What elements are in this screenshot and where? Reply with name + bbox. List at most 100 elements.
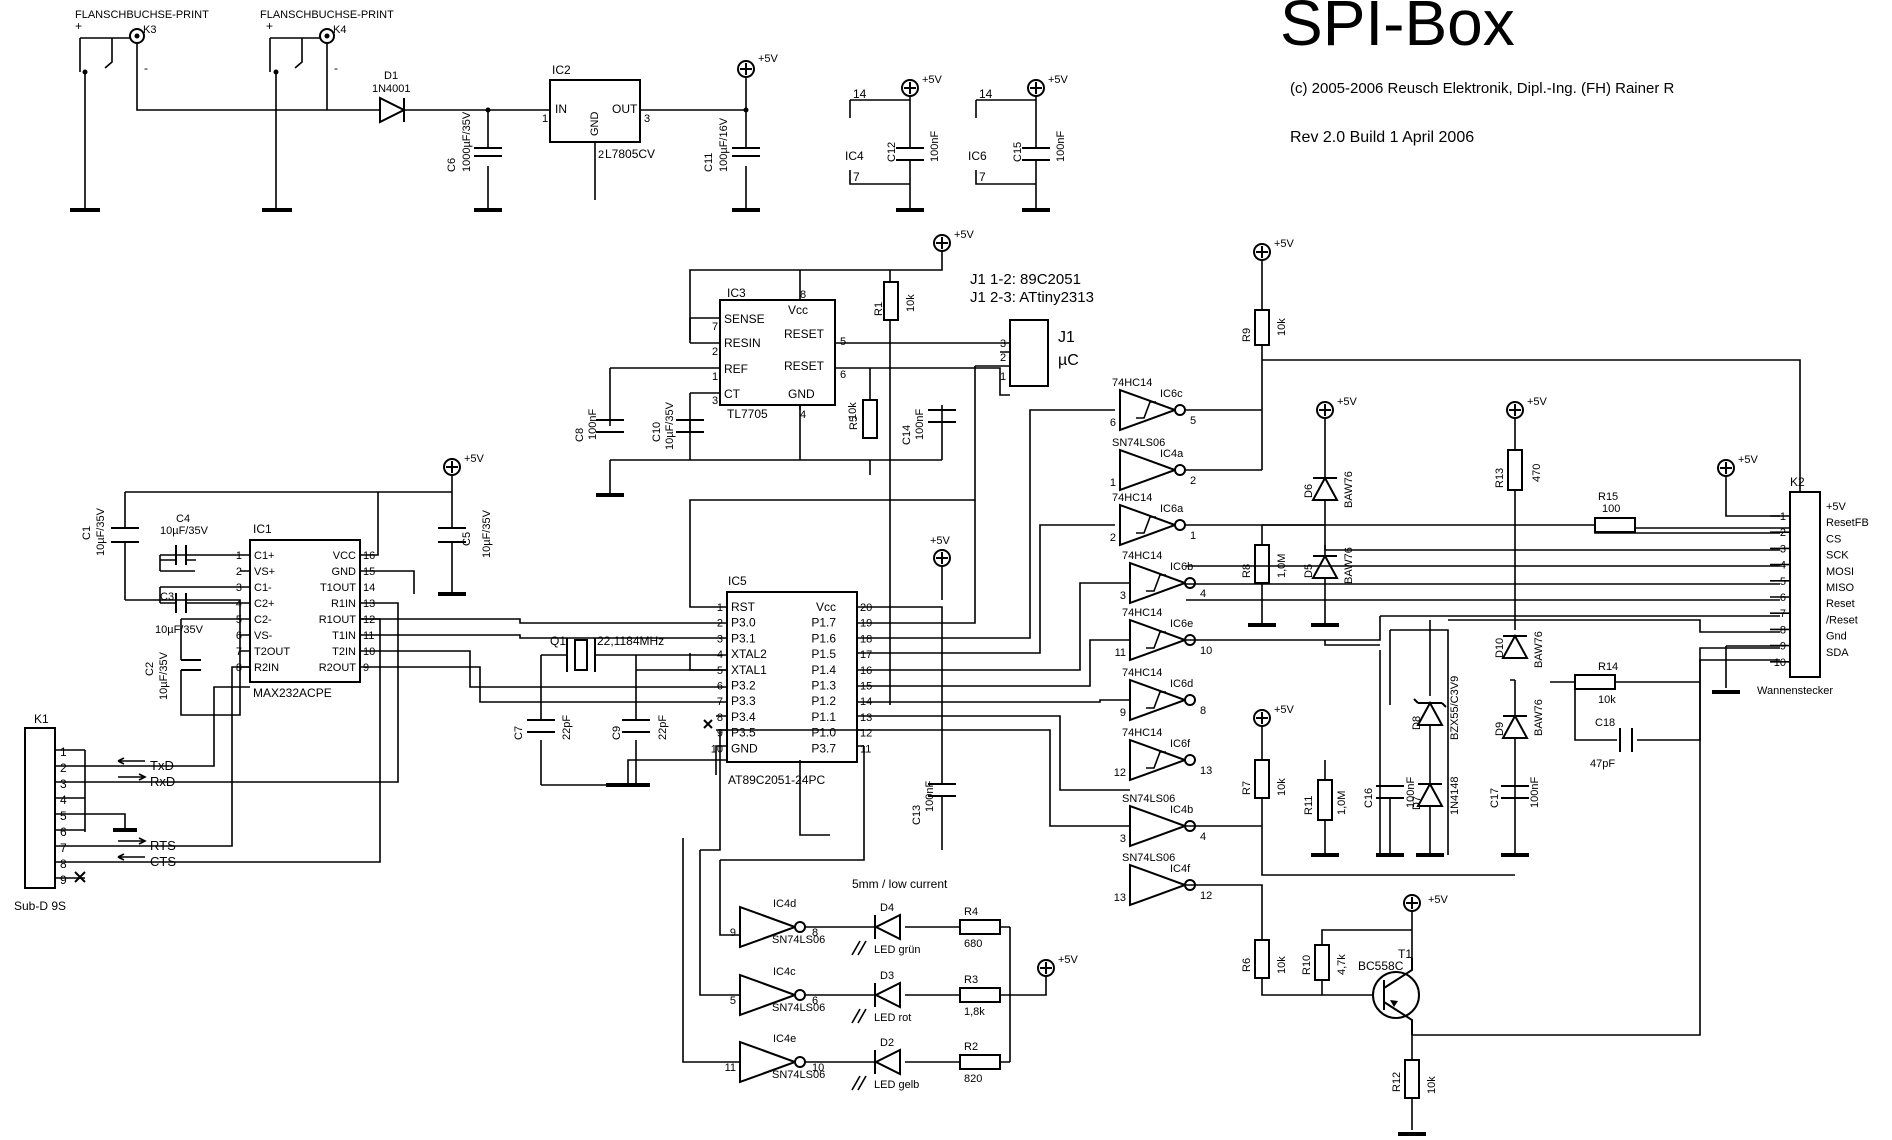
d6-ref: D6 <box>1303 484 1315 498</box>
j1-pin3: 3 <box>1000 338 1006 350</box>
ic5-right-pin-name: Vcc <box>816 600 836 614</box>
r8-ref: R8 <box>1241 564 1253 578</box>
d8-value: BZX55/C3V9 <box>1449 676 1461 740</box>
ic5-chip <box>726 591 858 763</box>
led-gate-family: SN74LS06 <box>772 1002 825 1014</box>
k1-pin-num: 2 <box>60 761 67 775</box>
ic5-left-pin-name: P3.3 <box>731 694 756 708</box>
k4-plus: + <box>266 19 273 33</box>
r9-ref: R9 <box>1241 328 1253 342</box>
c10-ref: C10 <box>651 422 663 442</box>
gate-family: 74HC14 <box>1122 667 1162 679</box>
k2-pin-signal: SCK <box>1826 550 1849 562</box>
led-res-value: 1,8k <box>964 1006 985 1018</box>
c8-ref: C8 <box>574 428 586 442</box>
ic1-ref: IC1 <box>253 522 272 536</box>
ic3-value: TL7705 <box>727 407 768 421</box>
ic1-value: MAX232ACPE <box>253 686 332 700</box>
c2-ref: C2 <box>144 662 156 676</box>
ic1-left-pin-name: R2IN <box>254 662 279 674</box>
gate-in-pin: 3 <box>1120 590 1126 602</box>
d9-ref: D9 <box>1494 722 1506 736</box>
r9-body <box>1254 309 1270 346</box>
r11-value: 1,0M <box>1336 791 1348 815</box>
k3-ref: K3 <box>143 24 156 36</box>
ic2-pin-in: IN <box>555 102 567 116</box>
r1-ref: R1 <box>873 302 885 316</box>
led-gate: IC4c <box>773 966 796 978</box>
k2-pin-num: 10 <box>1774 657 1786 669</box>
c13-value: 100nF <box>924 781 936 812</box>
k4-minus: - <box>334 61 338 75</box>
ic6-pin14: 14 <box>979 87 993 101</box>
led-resistor <box>959 919 1001 935</box>
gate-unit: IC6b <box>1170 561 1193 573</box>
gate-out-pin: 10 <box>1200 645 1212 657</box>
supply-label-9: +5V <box>1527 396 1548 408</box>
k1-sig-rts: RTS <box>150 838 176 853</box>
supply-label-7: +5V <box>1274 238 1295 250</box>
ic1-left-pin-num: 3 <box>236 582 242 594</box>
ic3-n4: 4 <box>800 409 806 421</box>
ic3-pin-reset-lo: RESET <box>784 359 825 373</box>
j1-value: µC <box>1058 352 1079 369</box>
transistor-stage: +5V R6 10k R10 4,7k T1 BC558C R12 10k <box>1186 647 1780 1136</box>
led-res-value: 680 <box>964 938 982 950</box>
r12-ref: R12 <box>1391 1072 1403 1092</box>
ic5-value: AT89C2051-24PC <box>728 773 826 787</box>
supply-label-4: +5V <box>954 229 975 241</box>
ic5-right-pin-num: 13 <box>860 712 872 724</box>
ic1-left-pin-name: C1- <box>254 582 272 594</box>
led-gate-out: 10 <box>812 1062 824 1074</box>
ic1-left-pin-num: 5 <box>236 614 242 626</box>
ic1-left-pin-num: 8 <box>236 662 242 674</box>
c11-value: 100µF/16V <box>718 117 730 172</box>
c7-value: 22pF <box>561 715 573 740</box>
c4-value: 10µF/35V <box>160 525 209 537</box>
d7-ref: D7 <box>1411 796 1423 810</box>
c6-ref: C6 <box>446 158 458 172</box>
k2-pin-num: 1 <box>1780 511 1786 523</box>
power-input: FLANSCHBUCHSE-PRINT FLANSCHBUCHSE-PRINT … <box>70 9 779 212</box>
c17-ref: C17 <box>1489 788 1501 808</box>
r8-body <box>1254 544 1270 584</box>
gate-in-pin: 13 <box>1114 892 1126 904</box>
led-diode-ref: D3 <box>880 970 894 982</box>
ic1-right-pin-name: VCC <box>333 550 356 562</box>
led-diode-ref: D2 <box>880 1037 894 1049</box>
ic5-left-pin-num: 3 <box>717 633 723 645</box>
k1-pin-num: 6 <box>60 825 67 839</box>
led-resistor <box>959 987 1001 1003</box>
gate-family: 74HC14 <box>1112 377 1152 389</box>
gate-family: 74HC14 <box>1122 550 1162 562</box>
r14-ref: R14 <box>1598 661 1618 673</box>
k2-pin-signal: +5V <box>1826 501 1847 513</box>
k2-body <box>1789 491 1821 678</box>
ic1-right-pin-num: 11 <box>363 630 374 642</box>
r10-value: 4,7k <box>1336 954 1348 975</box>
r15-body <box>1594 517 1636 533</box>
d7-value: 1N4148 <box>1449 776 1461 815</box>
r10-body <box>1314 944 1330 981</box>
k1-ref: K1 <box>34 712 49 726</box>
gate-in-pin: 2 <box>1110 532 1116 544</box>
ic3-pin-sense: SENSE <box>724 312 765 326</box>
ic6-ref: IC6 <box>968 149 987 163</box>
ic5-left-pin-num: 1 <box>717 602 723 614</box>
d5-ref: D5 <box>1303 564 1315 578</box>
gate-unit: IC6e <box>1170 618 1193 630</box>
k2-pin-num: 6 <box>1780 592 1786 604</box>
c12-value: 100nF <box>929 131 941 162</box>
c9-ref: C9 <box>611 726 623 740</box>
ic1-right-pin-num: 10 <box>363 646 375 658</box>
k2-pin-signal: Gnd <box>1826 631 1847 643</box>
jumper-j1[interactable] <box>1009 319 1049 387</box>
k3-header: FLANSCHBUCHSE-PRINT <box>75 9 209 21</box>
r7-body <box>1254 759 1270 799</box>
ic2-value: L7805CV <box>605 147 655 161</box>
gate-family: 74HC14 <box>1122 727 1162 739</box>
